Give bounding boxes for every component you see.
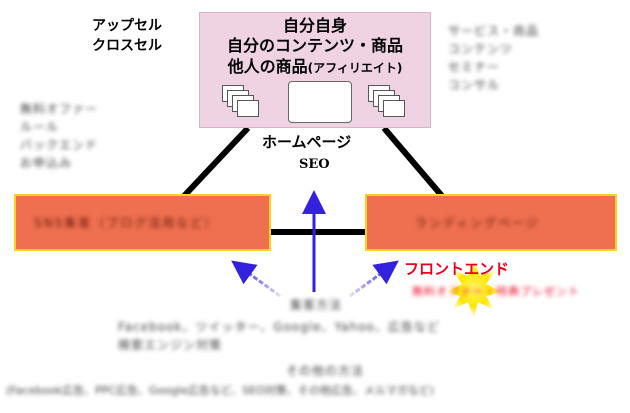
top-box-line3-sub: (アフィリエイト) — [307, 61, 403, 75]
top-box: 自分自身 自分のコンテンツ・商品 他人の商品(アフィリエイト) — [199, 12, 431, 128]
right-box-text: ランディングページ — [415, 216, 540, 230]
top-right-note: コンテンツ — [448, 42, 514, 56]
left-box-text: SNS集客（ブログ活用など） — [34, 216, 219, 230]
arrow-right — [349, 260, 399, 298]
bottom-notes-2: その他の方法 — [286, 364, 365, 378]
top-right-note: サービス・商品 — [448, 24, 540, 38]
upsell-line1: アップセル — [92, 18, 162, 34]
top-box-line3: 他人の商品(アフィリエイト) — [200, 57, 430, 78]
top-box-line3-main: 他人の商品 — [227, 57, 308, 76]
bottom-notes-3: (Facebook広告、PPC広告、Google広告など、SEO対策、その他広告… — [6, 384, 435, 397]
top-right-note: コンサル — [448, 78, 501, 92]
edge-top-left — [181, 125, 251, 199]
left-note: 無料オファー — [20, 102, 99, 116]
right-box: ランディングページ — [365, 194, 617, 251]
hub-label: 集客方法 — [290, 298, 343, 312]
left-note: バックエンド — [20, 138, 99, 152]
starburst — [446, 260, 502, 318]
bottom-note: Facebook、ツイッター、Google、Yahoo、広告など — [118, 320, 440, 334]
seo-label: SEO — [299, 157, 330, 172]
left-notes: 無料オファー ルール バックエンド お申込み — [20, 100, 98, 172]
upsell-label: アップセル クロスセル — [92, 16, 162, 56]
frontend-label: フロントエンド — [404, 260, 510, 278]
top-right-note: セミナー — [448, 60, 501, 74]
frontend-note: 無料オファー・特典プレゼント — [412, 285, 580, 298]
edge-top-right — [381, 126, 445, 198]
left-box: SNS集客（ブログ活用など） — [14, 194, 271, 251]
bottom-notes-1: Facebook、ツイッター、Google、Yahoo、広告など 検索エンジン対… — [118, 318, 440, 354]
top-box-line1: 自分自身 — [282, 16, 347, 35]
homepage-label: ホームページ — [262, 133, 352, 151]
pages-icon-left — [222, 85, 262, 117]
screen-icon — [288, 81, 352, 123]
upsell-line2: クロスセル — [92, 38, 162, 54]
top-box-line2: 自分のコンテンツ・商品 — [226, 36, 403, 55]
arrow-left — [231, 260, 281, 298]
pages-icon-right — [368, 85, 408, 117]
bottom-note: 検索エンジン対策 — [118, 338, 223, 352]
left-note: お申込み — [20, 156, 73, 170]
top-right-notes: サービス・商品 コンテンツ セミナー コンサル — [448, 22, 539, 94]
left-note: ルール — [20, 120, 60, 134]
